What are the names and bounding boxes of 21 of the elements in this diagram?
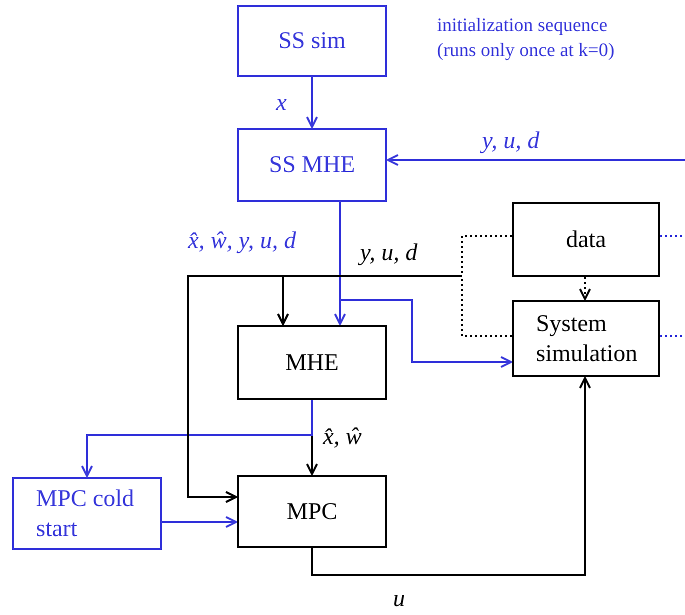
process-box: MPC [237, 475, 387, 548]
dotted-line [660, 235, 685, 237]
arrow [81, 400, 313, 477]
process-box: MPC cold start [12, 477, 162, 550]
process-box: System simulation [512, 300, 660, 377]
arrow [311, 377, 591, 576]
process-box: SS MHE [237, 128, 387, 202]
edge-label: y, u, d [482, 128, 540, 154]
arrow [339, 202, 512, 368]
arrow [387, 154, 685, 166]
edge-label: y, u, d [360, 240, 418, 266]
process-box: MHE [237, 325, 387, 400]
arrow [162, 516, 237, 528]
process-box: SS sim [237, 5, 387, 77]
edge-label: x̂, ŵ [323, 424, 362, 450]
dotted-line [660, 335, 685, 337]
dotted-arrow [579, 277, 591, 300]
arrow [306, 77, 318, 128]
edge-label: x̂, ŵ, y, u, d [188, 228, 296, 254]
process-box: data [512, 202, 660, 277]
note-text: initialization sequence (runs only once at k=0) [437, 14, 616, 63]
